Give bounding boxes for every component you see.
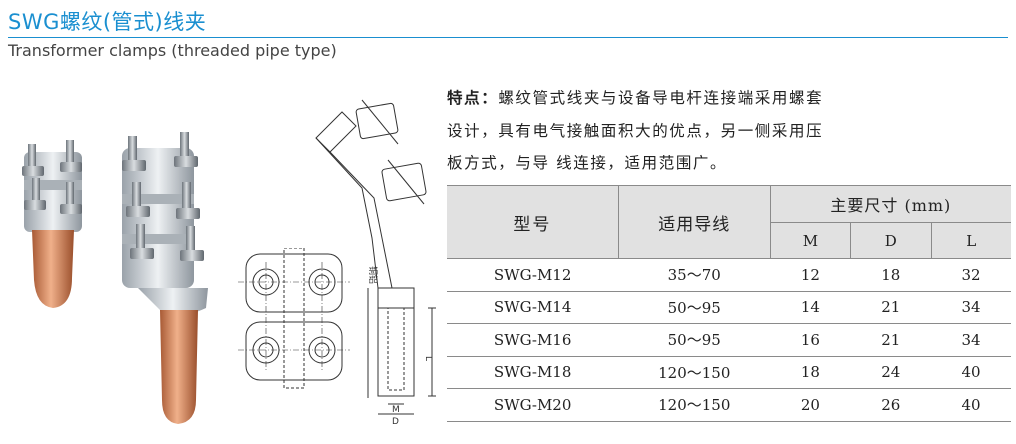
cell-d: 21 [850,323,932,357]
table-row: SWG-M20 120～150 20 26 40 [447,388,1011,422]
col-m-header: M [770,222,852,259]
col-wire-header: 适用导线 [617,185,771,259]
cell-model: SWG-M12 [447,258,619,292]
dim-label-l: L [423,356,433,361]
large-clamp-image [122,132,208,424]
table-row: SWG-M12 35～70 12 18 32 [447,258,1011,292]
cell-l: 34 [931,290,1011,324]
cell-m: 16 [770,323,851,357]
features-text: 特点：螺纹管式线夹与设备导电杆连接端采用螺套设计，具有电气接触面积大的优点，另一… [447,82,832,180]
cell-model: SWG-M14 [447,290,619,324]
cell-wire: 50～95 [618,323,771,357]
title-divider [8,37,1008,38]
dim-label-d: D [392,417,399,427]
side-view-drawing: L M D 铜铝 [315,99,436,427]
cell-model: SWG-M20 [447,388,619,422]
cell-wire: 120～150 [618,388,771,422]
page-subtitle: Transformer clamps (threaded pipe type) [8,41,337,60]
cell-d: 24 [850,355,932,389]
col-d-header: D [850,222,932,259]
page-title: SWG螺纹(管式)线夹 [8,10,207,34]
top-view-drawing [238,248,350,389]
cell-wire: 50～95 [618,290,771,324]
material-label: 铜铝 [367,266,379,284]
cell-m: 18 [770,355,851,389]
table-row: SWG-M16 50～95 16 21 34 [447,323,1011,357]
table-row: SWG-M14 50～95 14 21 34 [447,290,1011,324]
col-dims-header: 主要尺寸 (mm) [769,185,1011,223]
cell-wire: 120～150 [618,355,771,389]
dim-label-m: M [392,405,400,415]
col-model-header: 型号 [447,185,619,259]
product-photo [22,132,208,424]
cell-m: 20 [770,388,851,422]
cell-l: 32 [931,258,1011,292]
features-label: 特点： [447,88,499,107]
cell-model: SWG-M16 [447,323,619,357]
spec-table: 型号 适用导线 主要尺寸 (mm) M D L SWG-M12 35～70 12… [447,185,1011,422]
features-body: 螺纹管式线夹与设备导电杆连接端采用螺套设计，具有电气接触面积大的优点，另一侧采用… [447,89,824,172]
cell-m: 14 [770,290,851,324]
cell-l: 34 [931,323,1011,357]
cell-d: 18 [850,258,932,292]
cell-model: SWG-M18 [447,355,619,389]
cell-wire: 35～70 [618,258,771,292]
cell-d: 26 [850,388,932,422]
table-row: SWG-M18 120～150 18 24 40 [447,355,1011,389]
cell-l: 40 [931,388,1011,422]
cell-m: 12 [770,258,851,292]
cell-d: 21 [850,290,932,324]
small-clamp-image [22,140,82,308]
col-l-header: L [930,222,1011,259]
cell-l: 40 [931,355,1011,389]
